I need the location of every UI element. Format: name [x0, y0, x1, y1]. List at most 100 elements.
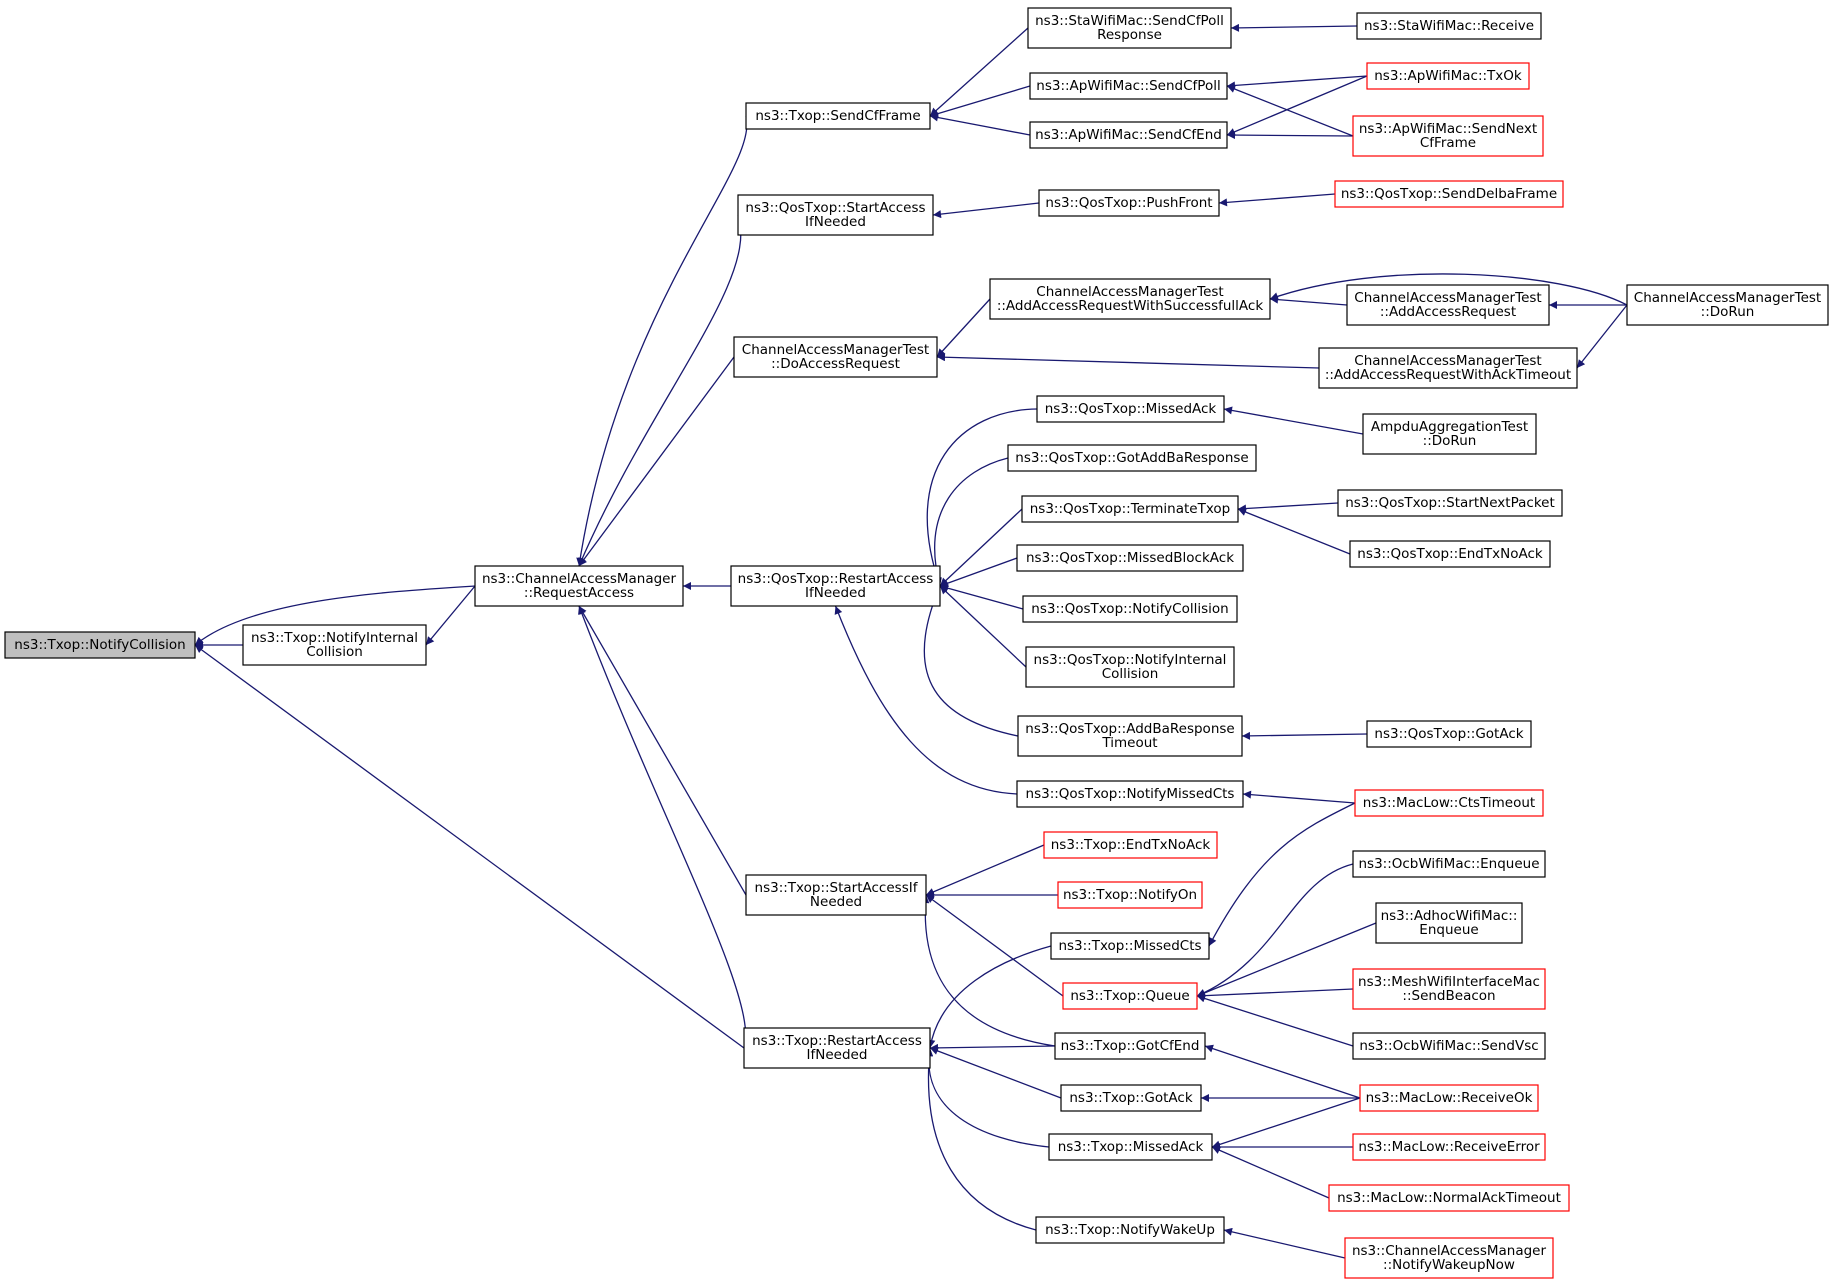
node-box — [1346, 284, 1550, 326]
edge-layer — [194, 23, 1628, 1259]
edge-cam_request_access-to-notify_internal_collision — [425, 585, 476, 646]
node-txop-notify-wake-up[interactable]: ns3::Txop::NotifyWakeUp — [1035, 1216, 1225, 1244]
node-maclow-receive-ok[interactable]: ns3::MacLow::ReceiveOk — [1359, 1084, 1539, 1112]
edge-txop_got_cf_end-to-txop_start_access_if_needed — [921, 894, 1056, 1047]
node-mesh-send-beacon[interactable]: ns3::MeshWifiInterfaceMac::SendBeacon — [1352, 968, 1546, 1010]
node-qos-end-tx-no-ack[interactable]: ns3::QosTxop::EndTxNoAck — [1349, 540, 1551, 568]
node-label: ::SendBeacon — [1402, 988, 1495, 1004]
node-box — [1016, 544, 1244, 572]
node-txop-send-cf-frame[interactable]: ns3::Txop::SendCfFrame — [745, 102, 931, 130]
node-box — [1029, 72, 1228, 100]
edge-ap_send_next_cf_frame-to-ap_send_cf_end — [1226, 131, 1354, 140]
node-box — [743, 1027, 931, 1069]
node-ampdu-do-run[interactable]: AmpduAggregationTest::DoRun — [1362, 413, 1537, 455]
edge-camt_do_run-to-camt_add_access_request_ack_timeout — [1576, 304, 1628, 369]
node-qos-terminate-txop[interactable]: ns3::QosTxop::TerminateTxop — [1021, 495, 1239, 523]
node-qos-send-delba-frame[interactable]: ns3::QosTxop::SendDelbaFrame — [1334, 180, 1564, 208]
node-ocb-enqueue[interactable]: ns3::OcbWifiMac::Enqueue — [1352, 850, 1546, 878]
node-label: IfNeeded — [805, 585, 866, 601]
node-label: ns3::StaWifiMac::SendCfPoll — [1035, 13, 1224, 29]
node-txop-got-ack[interactable]: ns3::Txop::GotAck — [1060, 1084, 1202, 1112]
node-label: IfNeeded — [805, 214, 866, 230]
node-qos-notify-collision[interactable]: ns3::QosTxop::NotifyCollision — [1022, 595, 1238, 623]
edge-ap_tx_ok-to-ap_send_cf_poll — [1226, 75, 1368, 90]
node-box — [1054, 1032, 1206, 1060]
node-label: ns3::QosTxop::MissedBlockAck — [1026, 550, 1234, 566]
node-maclow-normal-ack-timeout[interactable]: ns3::MacLow::NormalAckTimeout — [1328, 1184, 1570, 1212]
node-ap-send-cf-end[interactable]: ns3::ApWifiMac::SendCfEnd — [1029, 121, 1228, 149]
node-box — [1337, 489, 1563, 517]
node-txop-got-cf-end[interactable]: ns3::Txop::GotCfEnd — [1054, 1032, 1206, 1060]
node-camt-add-access-request[interactable]: ChannelAccessManagerTest::AddAccessReque… — [1346, 284, 1550, 326]
node-box — [745, 102, 931, 130]
node-adhoc-enqueue[interactable]: ns3::AdhocWifiMac::Enqueue — [1375, 902, 1523, 944]
node-label: ::NotifyWakeupNow — [1383, 1257, 1515, 1273]
node-camt-do-run[interactable]: ChannelAccessManagerTest::DoRun — [1626, 284, 1829, 326]
node-qos-push-front[interactable]: ns3::QosTxop::PushFront — [1038, 189, 1220, 217]
node-label: IfNeeded — [807, 1047, 868, 1063]
edge-txop_restart_access_if_needed-to-cam_request_access — [578, 605, 747, 1049]
node-qos-notify-missed-cts[interactable]: ns3::QosTxop::NotifyMissedCts — [1016, 780, 1244, 808]
node-notify-collision[interactable]: ns3::Txop::NotifyCollision — [4, 631, 196, 659]
node-cam-notify-wakeup-now[interactable]: ns3::ChannelAccessManager::NotifyWakeupN… — [1344, 1237, 1554, 1279]
node-box — [737, 194, 934, 236]
node-label: ns3::ApWifiMac::SendNext — [1359, 121, 1537, 137]
node-qos-got-add-ba-response[interactable]: ns3::QosTxop::GotAddBaResponse — [1007, 444, 1257, 472]
node-qos-missed-block-ack[interactable]: ns3::QosTxop::MissedBlockAck — [1016, 544, 1244, 572]
node-ocb-send-vsc[interactable]: ns3::OcbWifiMac::SendVsc — [1352, 1032, 1546, 1060]
node-label: ns3::AdhocWifiMac:: — [1381, 908, 1518, 924]
node-label: ns3::ApWifiMac::SendCfEnd — [1035, 127, 1222, 143]
node-label: ns3::QosTxop::PushFront — [1045, 195, 1212, 211]
node-cam-request-access[interactable]: ns3::ChannelAccessManager::RequestAccess — [474, 565, 684, 607]
node-ap-send-cf-poll[interactable]: ns3::ApWifiMac::SendCfPoll — [1029, 72, 1228, 100]
node-label: ns3::QosTxop::EndTxNoAck — [1357, 546, 1543, 562]
node-label: ::DoRun — [1701, 304, 1755, 320]
node-label: ns3::QosTxop::NotifyMissedCts — [1026, 786, 1235, 802]
node-label: ns3::Txop::MissedCts — [1058, 938, 1201, 954]
node-txop-missed-cts[interactable]: ns3::Txop::MissedCts — [1050, 932, 1210, 960]
node-label: ns3::ChannelAccessManager — [1352, 1243, 1547, 1259]
node-label: AmpduAggregationTest — [1371, 419, 1528, 435]
edge-txop_got_cf_end-to-txop_restart_access_if_needed — [929, 1043, 1056, 1052]
node-txop-missed-ack[interactable]: ns3::Txop::MissedAck — [1048, 1133, 1213, 1161]
node-label: ns3::MacLow::ReceiveOk — [1366, 1090, 1533, 1106]
edge-maclow_receive_ok-to-txop_missed_ack — [1211, 1097, 1361, 1149]
node-maclow-cts-timeout[interactable]: ns3::MacLow::CtsTimeout — [1354, 789, 1544, 817]
node-label: ::AddAccessRequest — [1380, 304, 1516, 320]
edge-txop_end_tx_no_ack-to-txop_start_access_if_needed — [925, 844, 1045, 896]
node-camt-add-access-request-successfull-ack[interactable]: ChannelAccessManagerTest::AddAccessReque… — [989, 278, 1271, 320]
node-txop-end-tx-no-ack[interactable]: ns3::Txop::EndTxNoAck — [1043, 831, 1218, 859]
node-label: ns3::QosTxop::TerminateTxop — [1030, 501, 1231, 517]
node-label: ns3::QosTxop::GotAddBaResponse — [1015, 450, 1248, 466]
node-txop-notify-on[interactable]: ns3::Txop::NotifyOn — [1057, 881, 1203, 909]
node-camt-do-access-request[interactable]: ChannelAccessManagerTest::DoAccessReques… — [733, 336, 938, 378]
node-sta-receive[interactable]: ns3::StaWifiMac::Receive — [1356, 12, 1542, 40]
node-camt-add-access-request-ack-timeout[interactable]: ChannelAccessManagerTest::AddAccessReque… — [1318, 347, 1578, 389]
node-qos-got-ack[interactable]: ns3::QosTxop::GotAck — [1366, 720, 1532, 748]
edge-camt_do_run-to-camt_add_access_request_successfull_ack — [1269, 273, 1628, 306]
edge-txop_missed_cts-to-txop_restart_access_if_needed — [927, 945, 1052, 1049]
node-box — [989, 278, 1271, 320]
edge-maclow_receive_ok-to-txop_got_cf_end — [1204, 1044, 1361, 1099]
node-ap-tx-ok[interactable]: ns3::ApWifiMac::TxOk — [1366, 62, 1530, 90]
edge-qos_got_add_ba_response-to-qos_restart_access_if_needed — [934, 457, 1009, 587]
node-box — [1318, 347, 1578, 389]
node-box — [1038, 189, 1220, 217]
node-qos-missed-ack[interactable]: ns3::QosTxop::MissedAck — [1036, 395, 1225, 423]
node-maclow-receive-error[interactable]: ns3::MacLow::ReceiveError — [1352, 1133, 1546, 1161]
node-txop-queue[interactable]: ns3::Txop::Queue — [1062, 982, 1198, 1010]
node-label: ns3::QosTxop::MissedAck — [1045, 401, 1217, 417]
node-qos-start-next-packet[interactable]: ns3::QosTxop::StartNextPacket — [1337, 489, 1563, 517]
edge-ap_send_next_cf_frame-to-ap_send_cf_poll — [1226, 85, 1354, 137]
node-box — [1362, 413, 1537, 455]
